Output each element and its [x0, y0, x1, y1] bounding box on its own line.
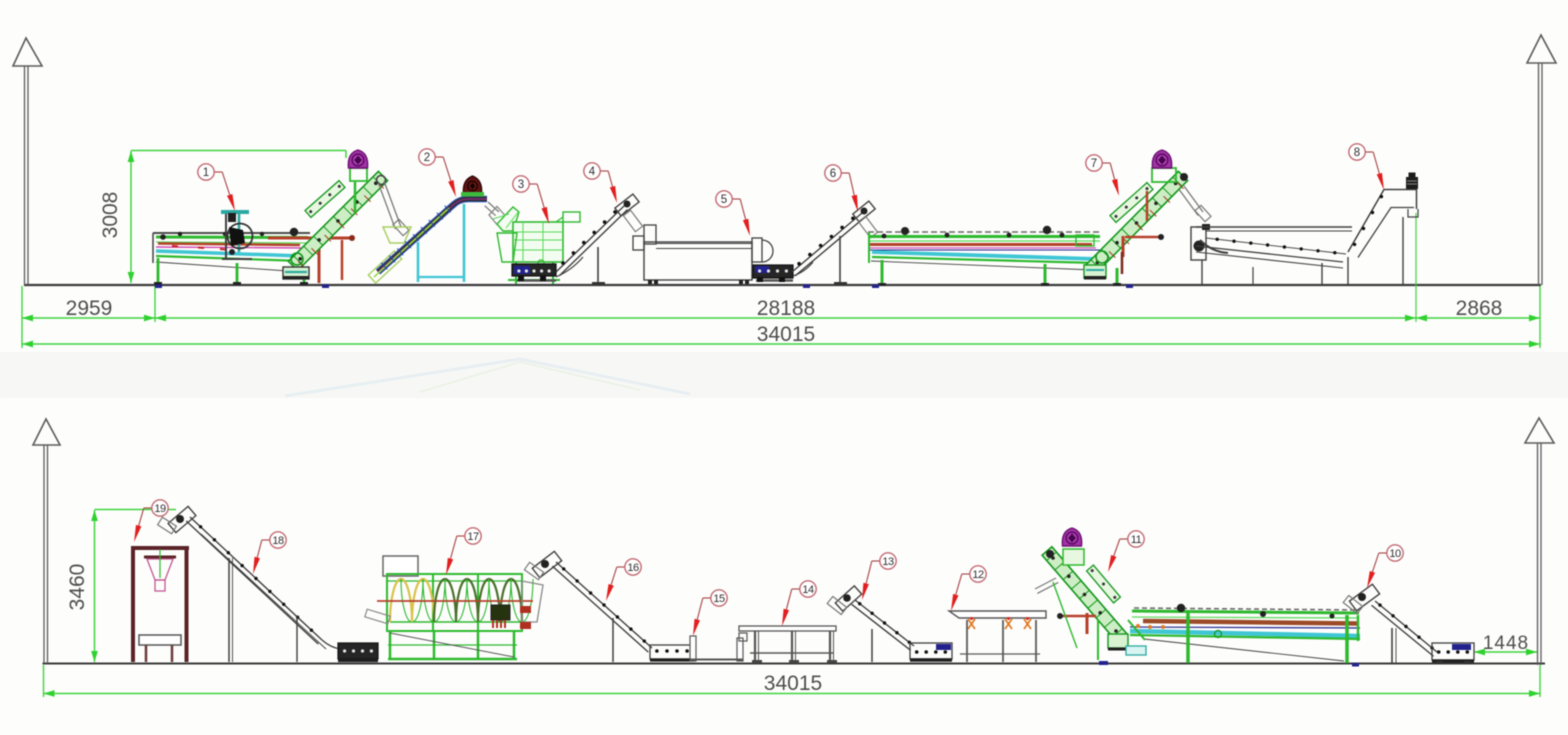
- svg-text:17: 17: [467, 531, 479, 543]
- svg-text:3008: 3008: [99, 192, 122, 239]
- svg-text:15: 15: [713, 593, 725, 605]
- svg-text:3: 3: [518, 179, 524, 191]
- svg-text:1: 1: [203, 167, 209, 179]
- svg-text:4: 4: [589, 166, 596, 178]
- svg-text:28188: 28188: [757, 297, 815, 320]
- svg-text:2959: 2959: [66, 297, 113, 320]
- svg-text:13: 13: [882, 556, 894, 568]
- svg-text:14: 14: [802, 584, 814, 596]
- svg-text:2868: 2868: [1456, 297, 1503, 320]
- svg-text:3460: 3460: [66, 564, 89, 611]
- svg-text:18: 18: [272, 535, 284, 547]
- svg-text:10: 10: [1389, 548, 1401, 560]
- svg-text:34015: 34015: [757, 323, 815, 346]
- svg-text:7: 7: [1091, 158, 1097, 170]
- svg-text:11: 11: [1131, 534, 1142, 546]
- svg-text:8: 8: [1354, 147, 1360, 159]
- svg-text:6: 6: [830, 168, 836, 180]
- svg-text:34015: 34015: [764, 672, 822, 695]
- svg-text:2: 2: [424, 152, 430, 164]
- svg-text:12: 12: [972, 569, 984, 581]
- svg-text:5: 5: [721, 194, 727, 206]
- svg-text:16: 16: [627, 562, 639, 574]
- svg-text:1448: 1448: [1483, 633, 1529, 654]
- svg-text:19: 19: [154, 503, 166, 515]
